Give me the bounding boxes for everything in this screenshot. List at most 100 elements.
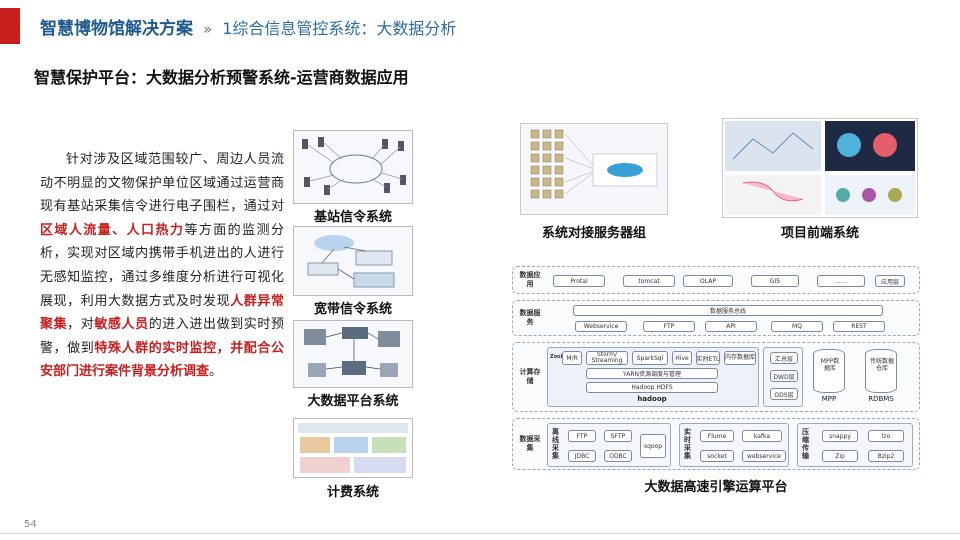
- broadband-label: 宽带信令系统: [313, 302, 392, 317]
- app-layer: 数据应用 Protal tomcat OLAP GIS …… 应用层: [512, 266, 920, 294]
- frontend-dashboard-image: [722, 118, 918, 218]
- compress-item-zip: Zip: [822, 450, 858, 462]
- dw-group: 汇总层 DWD层 ODS层: [763, 347, 803, 407]
- realtime-collect-group: 实时采集 Flume kafka socket webservice: [679, 423, 789, 467]
- compress-item-bzip2: Bzip2: [868, 450, 904, 462]
- bigdata-platform-label: 大数据平台系统: [307, 394, 399, 409]
- text-segment: 等方面的监测分析，实现对区域内携带手机进出的人进行无感知监控，通过多维度分析进行…: [40, 222, 284, 309]
- billing-screen-icon: [298, 423, 408, 473]
- service-item-mq: MQ: [771, 321, 823, 332]
- architecture-caption: 大数据高速引擎运算平台: [644, 480, 788, 495]
- billing-system-label: 计费系统: [326, 485, 379, 500]
- server-cluster-icon: [530, 129, 658, 199]
- app-item-protal: Protal: [553, 275, 605, 287]
- server-group-image: [520, 123, 668, 215]
- architecture-diagram: 数据应用 Protal tomcat OLAP GIS …… 应用层 数据服务 …: [512, 262, 920, 472]
- compress-item-lzo: lzo: [868, 430, 904, 442]
- base-station-label: 基站信令系统: [313, 210, 392, 225]
- broadband-diagram-image: [293, 226, 413, 296]
- network-topology-icon: [302, 137, 406, 195]
- highlight-text: 特殊人群的实时监控，并配合公安部门进行案件背景分析调查: [40, 340, 284, 380]
- bigdata-platform-image: [293, 320, 413, 388]
- header-accent-bar: [0, 8, 20, 44]
- offline-collect-group: 离线采集 FTP SFTP sqoop JDBC ODBC: [547, 423, 671, 467]
- breadcrumb-separator: »: [203, 20, 213, 38]
- dw-ods-layer: ODS层: [770, 388, 798, 400]
- compute-layer-label: 计算存储: [519, 368, 541, 385]
- text-segment: ，对: [67, 317, 95, 333]
- collect-layer: 数据采集 离线采集 FTP SFTP sqoop JDBC ODBC 实时采集 …: [512, 418, 920, 470]
- text-segment: 针对涉及区域范围较广、周边人员流动不明显的文物保护单位区域通过运营商现有基站采集…: [40, 152, 284, 215]
- description-paragraph: 针对涉及区域范围较广、周边人员流动不明显的文物保护单位区域通过运营商现有基站采集…: [40, 148, 284, 384]
- highlight-text: 区域人流量、人口热力: [40, 222, 185, 238]
- frontend-label: 项目前端系统: [780, 226, 859, 241]
- offline-item-ftp: FTP: [568, 430, 596, 442]
- dw-summary-layer: 汇总层: [770, 352, 798, 364]
- collect-layer-label: 数据采集: [519, 435, 541, 452]
- compute-item-storm: Storm/ Streaming: [586, 351, 628, 365]
- offline-item-sftp: SFTP: [604, 430, 632, 442]
- service-layer-label: 数据服务: [519, 309, 541, 326]
- compute-item-etl: 实时ETL: [696, 351, 720, 365]
- realtime-collect-label: 实时采集: [684, 428, 691, 460]
- realtime-item-socket: socket: [700, 450, 734, 462]
- text-segment: 的进入进出做到实时预警，做到: [40, 317, 284, 356]
- text-segment: 。: [209, 364, 223, 380]
- realtime-item-flume: Flume: [700, 430, 734, 442]
- compress-label: 压缩传输: [802, 428, 809, 460]
- highlight-text: 人群异常聚集: [40, 293, 284, 333]
- compute-item-mr: M/R: [562, 351, 582, 365]
- dw-dwd-layer: DWD层: [770, 370, 798, 382]
- footer-divider: [54, 533, 960, 534]
- base-station-diagram-image: [293, 130, 413, 204]
- mpp-db-label: MPP数据库: [820, 358, 840, 372]
- broadband-network-icon: [307, 235, 395, 288]
- compress-item-snappy: snappy: [822, 430, 858, 442]
- service-item-ftp: FTP: [643, 321, 695, 332]
- compute-item-memdb: 内存数据库: [724, 351, 756, 365]
- server-group-label: 系统对接服务器组: [541, 226, 646, 241]
- page-title: 智慧保护平台：大数据分析预警系统-运营商数据应用: [34, 68, 409, 87]
- billing-system-image: [293, 418, 413, 478]
- app-layer-label: 数据应用: [519, 271, 541, 288]
- compress-group: 压缩传输 snappy lzo Zip Bzip2: [797, 423, 913, 467]
- compute-layer: 计算存储 Zookeeper M/R Storm/ Streaming Spar…: [512, 342, 920, 412]
- offline-item-jdbc: JDBC: [568, 450, 596, 462]
- header-section: 1综合信息管控系统：大数据分析: [222, 19, 457, 38]
- highlight-text: 敏感人员: [94, 317, 149, 333]
- service-item-api: API: [705, 321, 757, 332]
- service-layer: 数据服务 数据服务总线 Webservice FTP API MQ REST: [512, 300, 920, 336]
- app-item-gis: GIS: [751, 275, 799, 287]
- service-item-webservice: Webservice: [575, 321, 627, 332]
- server-rack-icon: [304, 327, 400, 377]
- compute-item-hive: Hive: [672, 351, 692, 365]
- offline-collect-label: 离线采集: [552, 428, 559, 460]
- hdfs-box: Hadoop HDFS: [586, 382, 718, 393]
- app-item-tomcat: tomcat: [623, 275, 675, 287]
- realtime-item-kafka: kafka: [742, 430, 782, 442]
- dashboard-screens-icon: [725, 121, 915, 215]
- offline-item-sqoop: sqoop: [640, 434, 666, 458]
- app-item-app-layer: 应用层: [875, 275, 905, 287]
- rdbms-label: RDBMS: [868, 395, 894, 403]
- page-number: 54: [24, 519, 37, 530]
- offline-item-odbc: ODBC: [604, 450, 632, 462]
- rdbms-inner-label: 传统数据仓库: [870, 358, 895, 372]
- yarn-box: YARN资源调度与管理: [586, 368, 718, 379]
- rdbms-cylinder: 传统数据仓库: [865, 349, 897, 393]
- footer-divider-left: [0, 533, 54, 534]
- hadoop-label: hadoop: [637, 395, 667, 403]
- app-item-olap: OLAP: [683, 275, 733, 287]
- header: 智慧博物馆解决方案 » 1综合信息管控系统：大数据分析: [40, 14, 456, 39]
- service-bus: 数据服务总线: [573, 305, 883, 316]
- mpp-db-cylinder: MPP数据库: [813, 349, 845, 393]
- compute-item-sparksql: SparkSql: [632, 351, 668, 365]
- app-item-more: ……: [817, 275, 865, 287]
- realtime-item-webservice: webservice: [742, 450, 786, 462]
- hadoop-group: Zookeeper M/R Storm/ Streaming SparkSql …: [547, 347, 759, 407]
- header-title: 智慧博物馆解决方案: [40, 19, 193, 39]
- mpp-label: MPP: [821, 395, 837, 403]
- service-item-rest: REST: [833, 321, 885, 332]
- zookeeper-label: Zookeeper: [550, 354, 580, 360]
